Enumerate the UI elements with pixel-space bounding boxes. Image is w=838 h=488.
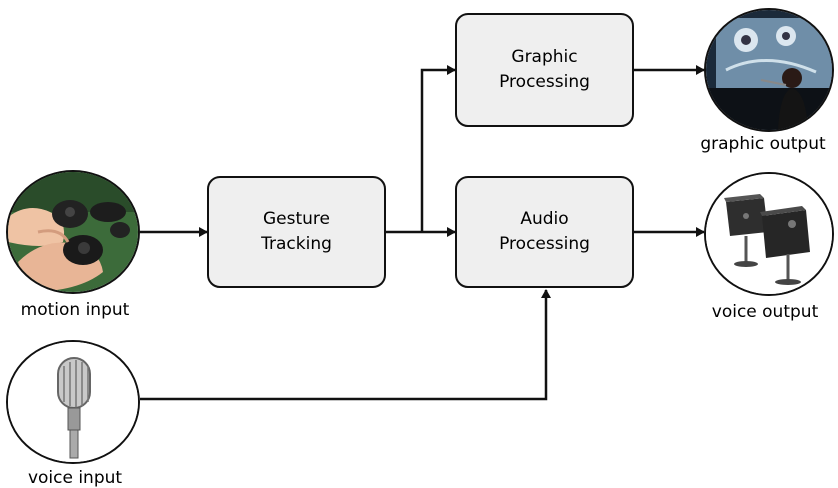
gesture-tracking-label-line1: Gesture <box>262 209 330 229</box>
game-controller-hands-icon <box>6 170 140 294</box>
graphic-processing-label-line1: Graphic <box>511 47 578 67</box>
stage-projection-performer-icon <box>704 8 834 132</box>
graphic-output-caption: graphic output <box>700 134 826 154</box>
speakers-icon <box>704 172 834 296</box>
audio-processing-label-line1: Audio <box>520 209 569 229</box>
graphic-processing-box: Graphic Processing <box>455 13 634 127</box>
voice-input-caption: voice input <box>27 468 123 488</box>
arrow-voice-to-audio <box>140 289 551 401</box>
graphic-processing-label-line2: Processing <box>499 72 590 92</box>
motion-input-caption: motion input <box>20 300 130 320</box>
audio-processing-box: Audio Processing <box>455 176 634 288</box>
gesture-tracking-label-line2: Tracking <box>261 234 332 254</box>
voice-output-caption: voice output <box>711 302 819 322</box>
audio-processing-label-line2: Processing <box>499 234 590 254</box>
arrow-gesture-to-graphic <box>420 65 456 232</box>
gesture-tracking-box: Gesture Tracking <box>207 176 386 288</box>
studio-microphone-icon <box>6 340 140 464</box>
